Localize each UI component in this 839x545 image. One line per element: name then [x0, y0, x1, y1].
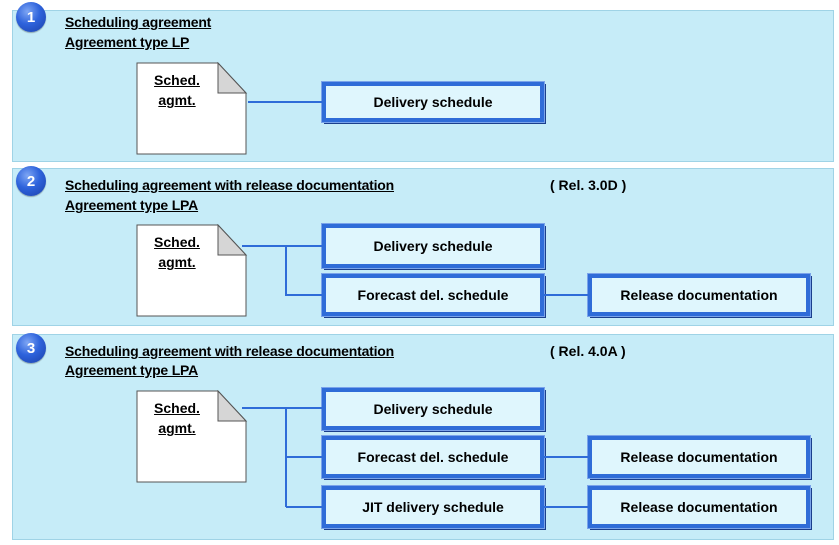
section-3-title: Scheduling agreement with release docume… — [65, 343, 395, 359]
section-2-forecast-schedule-box: Forecast del. schedule — [321, 273, 545, 317]
section-1-subtitle: Agreement type LP — [65, 34, 190, 50]
section-2-release-documentation-box: Release documentation — [587, 273, 811, 317]
section-2-release: ( Rel. 3.0D ) — [550, 177, 627, 193]
section-1-sched-agmt-document: Sched. agmt. — [136, 62, 248, 155]
doc-label-line2: agmt. — [158, 420, 196, 436]
doc-label-line1: Sched. — [154, 234, 200, 250]
section-2-title: Scheduling agreement with release docume… — [65, 177, 395, 193]
section-1-number-badge: 1 — [16, 2, 46, 32]
section-3-subtitle: Agreement type LPA — [65, 362, 199, 378]
section-3-jit-schedule-box: JIT delivery schedule — [321, 485, 545, 529]
section-3-release: ( Rel. 4.0A ) — [550, 343, 626, 359]
doc-label-line2: agmt. — [158, 254, 196, 270]
section-2-sched-agmt-document: Sched. agmt. — [136, 224, 248, 317]
section-2-number-badge: 2 — [16, 166, 46, 196]
section-2-delivery-schedule-box: Delivery schedule — [321, 223, 545, 269]
section-3-sched-agmt-document: Sched. agmt. — [136, 390, 248, 483]
section-1-title: Scheduling agreement — [65, 14, 212, 30]
doc-label-line2: agmt. — [158, 92, 196, 108]
section-3-forecast-schedule-box: Forecast del. schedule — [321, 435, 545, 479]
document-icon — [136, 224, 248, 317]
doc-label-line1: Sched. — [154, 72, 200, 88]
section-1-delivery-schedule-box: Delivery schedule — [321, 81, 545, 123]
document-icon — [136, 390, 248, 483]
section-3-release-documentation-box-1: Release documentation — [587, 435, 811, 479]
doc-label-line1: Sched. — [154, 400, 200, 416]
document-icon — [136, 62, 248, 155]
section-3-release-documentation-box-2: Release documentation — [587, 485, 811, 529]
section-3-number-badge: 3 — [16, 333, 46, 363]
section-3-delivery-schedule-box: Delivery schedule — [321, 387, 545, 431]
section-2-subtitle: Agreement type LPA — [65, 197, 199, 213]
